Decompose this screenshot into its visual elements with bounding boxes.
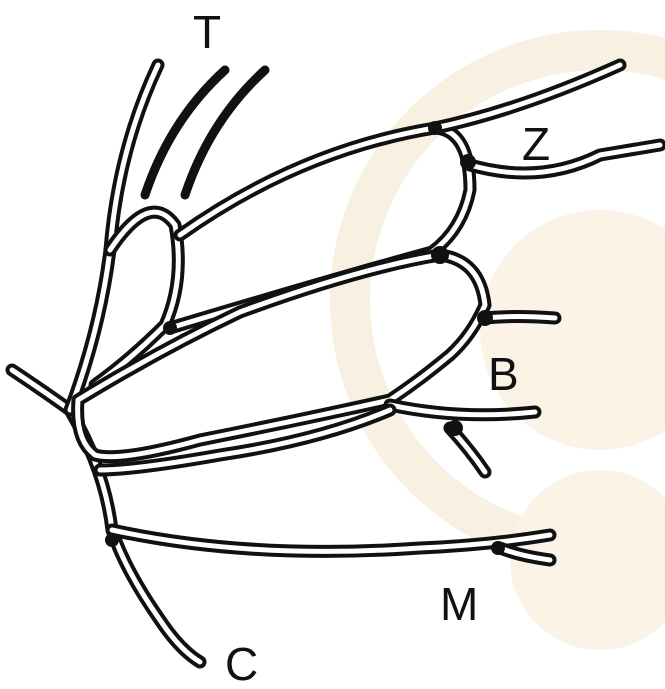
label-m: M [440, 578, 478, 630]
label-c: C [225, 638, 258, 689]
label-b: B [488, 348, 519, 400]
label-t: T [193, 6, 221, 58]
label-z: Z [522, 118, 550, 170]
